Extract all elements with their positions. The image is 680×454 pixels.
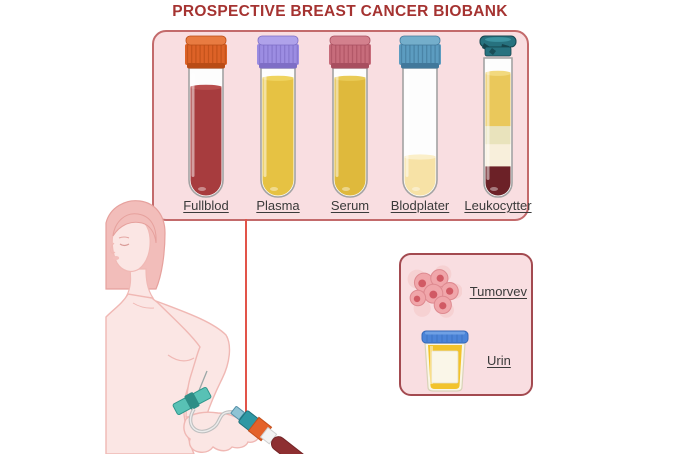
sample-tube-serum	[329, 35, 371, 198]
tube-serum: Serum	[308, 34, 392, 214]
tube-label-plasma: Plasma	[256, 198, 300, 213]
nose	[110, 242, 116, 254]
sample-tube-blodplater	[399, 35, 441, 198]
tube-blodplater: Blodplater	[378, 34, 462, 214]
page-title: PROSPECTIVE BREAST CANCER BIOBANK	[172, 3, 508, 20]
connector-line	[245, 219, 247, 415]
tube-plasma: Plasma	[236, 34, 320, 214]
sample-item-tumorvev: Tumorvev	[405, 261, 527, 323]
tubing-highlight	[189, 408, 234, 433]
chest-line	[167, 354, 195, 362]
sample-tube-leukocytter	[479, 35, 517, 198]
collar-line	[132, 302, 155, 309]
tube-label-serum: Serum	[330, 198, 370, 213]
sample-label-tumorvev: Tumorvev	[469, 284, 527, 299]
tube-leukocytter: Leukocytter	[456, 34, 540, 214]
lips	[112, 256, 120, 260]
sample-label-urin: Urin	[487, 353, 511, 368]
sample-tube-fullblod	[185, 35, 227, 198]
eyebrow	[118, 236, 130, 239]
patient-illustration	[105, 200, 309, 454]
sample-tube-plasma	[257, 35, 299, 198]
needle-icon	[197, 370, 208, 394]
sample-item-urin: Urin	[405, 329, 527, 393]
collection-tube-blood	[270, 436, 309, 454]
butterfly-wings-icon	[172, 386, 212, 416]
eye	[119, 243, 130, 247]
sample-panel: Tumorvev Urin	[399, 253, 533, 396]
tube-panel: Fullblod Plasma Serum Blodplater	[152, 30, 532, 221]
tube-label-leukocytter: Leukocytter	[464, 198, 532, 213]
hair-fringe	[112, 213, 157, 244]
tube-fullblod: Fullblod	[164, 34, 248, 214]
tube-label-blodplater: Blodplater	[390, 198, 450, 213]
urine-cup-icon	[421, 330, 469, 392]
tube-label-fullblod: Fullblod	[183, 198, 229, 213]
tumor-cells-icon	[407, 265, 462, 318]
